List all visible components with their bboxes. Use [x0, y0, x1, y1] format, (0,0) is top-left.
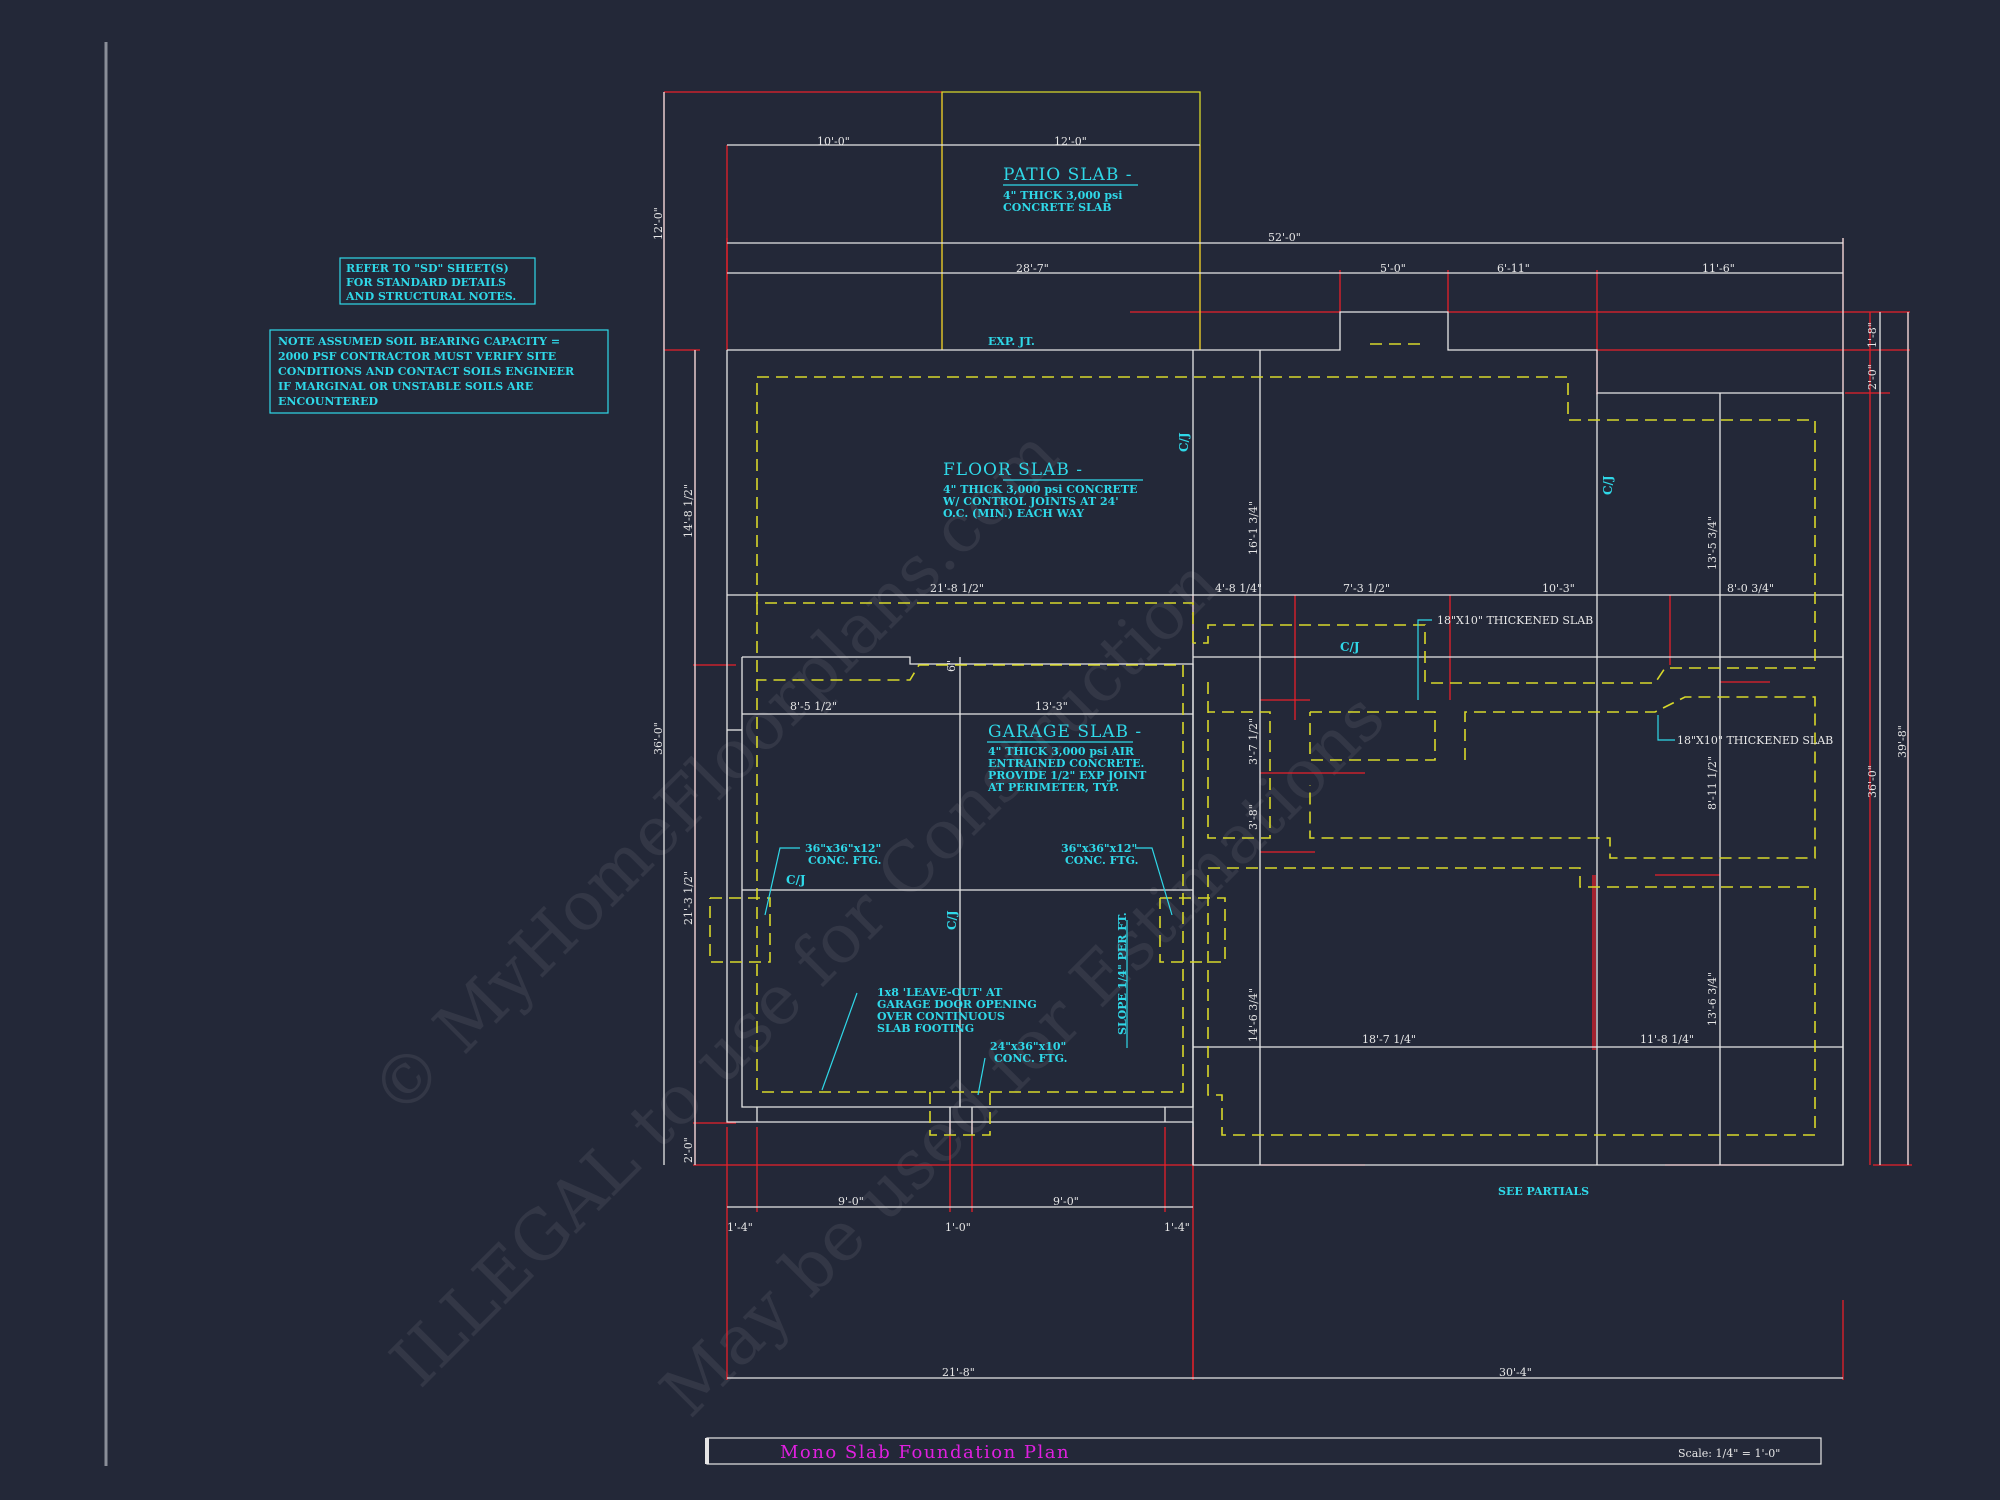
svg-text:28'-7": 28'-7" — [1016, 262, 1049, 275]
white-dimension-lines — [663, 92, 1909, 1379]
drawing-scale: Scale: 1/4" = 1'-0" — [1678, 1447, 1780, 1460]
svg-text:13'-3": 13'-3" — [1035, 700, 1068, 713]
svg-text:14'-8 1/2": 14'-8 1/2" — [682, 484, 695, 538]
svg-text:ENCOUNTERED: ENCOUNTERED — [278, 395, 379, 408]
building-outline — [726, 311, 1844, 1166]
svg-text:FOR STANDARD DETAILS: FOR STANDARD DETAILS — [346, 276, 506, 289]
svg-text:1'-0": 1'-0" — [945, 1221, 971, 1234]
svg-text:12'-0": 12'-0" — [652, 207, 665, 240]
svg-text:1x8 'LEAVE-OUT' AT: 1x8 'LEAVE-OUT' AT — [877, 986, 1003, 999]
svg-text:2'-0": 2'-0" — [682, 1137, 695, 1163]
svg-text:4" THICK 3,000 psi: 4" THICK 3,000 psi — [1003, 189, 1122, 202]
svg-text:8'-5 1/2": 8'-5 1/2" — [790, 700, 837, 713]
svg-text:C/J: C/J — [1601, 475, 1615, 495]
svg-text:10'-3": 10'-3" — [1542, 582, 1575, 595]
svg-text:4" THICK 3,000 psi AIR: 4" THICK 3,000 psi AIR — [988, 745, 1135, 758]
svg-text:2000 PSF CONTRACTOR MUST VERIF: 2000 PSF CONTRACTOR MUST VERIFY SITE — [278, 350, 556, 363]
svg-text:SEE PARTIALS: SEE PARTIALS — [1498, 1185, 1589, 1198]
thickened-slab-dashed-lines — [709, 343, 1816, 1136]
svg-text:18'-7 1/4": 18'-7 1/4" — [1362, 1033, 1416, 1046]
patio-slab-label: PATIO SLAB - 4" THICK 3,000 psi CONCRETE… — [1003, 165, 1132, 214]
svg-text:IF MARGINAL OR UNSTABLE SOILS: IF MARGINAL OR UNSTABLE SOILS ARE — [278, 380, 533, 393]
svg-text:21'-8": 21'-8" — [942, 1366, 975, 1379]
svg-text:16'-1 3/4": 16'-1 3/4" — [1247, 501, 1260, 555]
svg-text:OVER CONTINUOUS: OVER CONTINUOUS — [877, 1010, 1005, 1023]
svg-text:REFER TO "SD" SHEET(S): REFER TO "SD" SHEET(S) — [346, 262, 509, 275]
svg-text:9'-0": 9'-0" — [1053, 1195, 1079, 1208]
title-block: Mono Slab Foundation Plan Scale: 1/4" = … — [705, 1437, 1822, 1465]
svg-text:W/ CONTROL JOINTS AT 24': W/ CONTROL JOINTS AT 24' — [942, 495, 1119, 508]
svg-text:CONDITIONS AND CONTACT SOILS E: CONDITIONS AND CONTACT SOILS ENGINEER — [278, 365, 575, 378]
refer-note: REFER TO "SD" SHEET(S) FOR STANDARD DETA… — [339, 257, 536, 305]
svg-text:C/J: C/J — [786, 873, 806, 887]
svg-text:FLOOR SLAB -: FLOOR SLAB - — [943, 460, 1083, 480]
svg-text:SLAB FOOTING: SLAB FOOTING — [877, 1022, 974, 1035]
svg-text:CONCRETE SLAB: CONCRETE SLAB — [1003, 201, 1112, 214]
svg-text:C/J: C/J — [1340, 640, 1360, 654]
svg-text:2'-0": 2'-0" — [1866, 364, 1879, 390]
svg-text:36"x36"x12": 36"x36"x12" — [1061, 842, 1137, 855]
svg-text:8'-11 1/2": 8'-11 1/2" — [1706, 756, 1719, 810]
svg-text:7'-3 1/2": 7'-3 1/2" — [1343, 582, 1390, 595]
svg-text:6'-11": 6'-11" — [1497, 262, 1530, 275]
svg-text:5'-0": 5'-0" — [1380, 262, 1406, 275]
svg-text:ENTRAINED CONCRETE.: ENTRAINED CONCRETE. — [988, 757, 1144, 770]
patio-slab-outline — [941, 91, 1201, 350]
svg-text:1'-4": 1'-4" — [727, 1221, 753, 1234]
svg-text:CONC. FTG.: CONC. FTG. — [1065, 854, 1138, 867]
svg-text:13'-5 3/4": 13'-5 3/4" — [1706, 516, 1719, 570]
svg-text:4" THICK 3,000 psi CONCRETE: 4" THICK 3,000 psi CONCRETE — [943, 483, 1138, 496]
soil-note: NOTE ASSUMED SOIL BEARING CAPACITY = 200… — [269, 329, 609, 414]
drawing-title: Mono Slab Foundation Plan — [780, 1442, 1070, 1463]
svg-text:6": 6" — [945, 660, 958, 672]
svg-text:GARAGE SLAB -: GARAGE SLAB - — [988, 722, 1142, 742]
svg-text:PROVIDE 1/2" EXP JOINT: PROVIDE 1/2" EXP JOINT — [988, 769, 1147, 782]
svg-text:3'-7 1/2": 3'-7 1/2" — [1247, 718, 1260, 765]
svg-text:1'-8": 1'-8" — [1866, 322, 1879, 348]
svg-text:EXP. JT.: EXP. JT. — [988, 335, 1035, 348]
svg-text:36"x36"x12": 36"x36"x12" — [805, 842, 881, 855]
svg-text:39'-8": 39'-8" — [1896, 725, 1909, 758]
svg-text:CONC. FTG.: CONC. FTG. — [808, 854, 881, 867]
svg-text:12'-0": 12'-0" — [1054, 135, 1087, 148]
svg-text:O.C. (MIN.) EACH WAY: O.C. (MIN.) EACH WAY — [943, 507, 1084, 520]
svg-text:10'-0": 10'-0" — [817, 135, 850, 148]
svg-text:52'-0": 52'-0" — [1268, 231, 1301, 244]
svg-text:AND STRUCTURAL NOTES.: AND STRUCTURAL NOTES. — [345, 290, 516, 303]
svg-text:8'-0 3/4": 8'-0 3/4" — [1727, 582, 1774, 595]
callout-leaders — [764, 184, 1675, 1096]
svg-text:14'-6 3/4": 14'-6 3/4" — [1247, 988, 1260, 1042]
callout-labels: EXP. JT. C/J C/J C/J C/J C/J 18"X10" THI… — [786, 335, 1833, 1198]
garage-slab-label: GARAGE SLAB - 4" THICK 3,000 psi AIR ENT… — [987, 722, 1147, 794]
svg-text:36'-0": 36'-0" — [652, 722, 665, 755]
svg-text:30'-4": 30'-4" — [1499, 1366, 1532, 1379]
svg-text:3'-8": 3'-8" — [1247, 804, 1260, 830]
svg-text:24"x36"x10": 24"x36"x10" — [990, 1040, 1066, 1053]
watermark: © MyHomeFloorplans.com ILLEGAL to use fo… — [356, 415, 1400, 1432]
svg-text:C/J: C/J — [1177, 432, 1191, 452]
svg-text:11'-8 1/4": 11'-8 1/4" — [1640, 1033, 1694, 1046]
svg-text:18"X10" THICKENED SLAB: 18"X10" THICKENED SLAB — [1677, 734, 1833, 747]
svg-text:GARAGE DOOR OPENING: GARAGE DOOR OPENING — [877, 998, 1037, 1011]
svg-text:21'-8 1/2": 21'-8 1/2" — [930, 582, 984, 595]
floor-slab-label: FLOOR SLAB - 4" THICK 3,000 psi CONCRETE… — [942, 460, 1138, 520]
svg-text:CONC. FTG.: CONC. FTG. — [994, 1052, 1067, 1065]
svg-text:SLOPE 1/4" PER FT.: SLOPE 1/4" PER FT. — [1116, 912, 1129, 1035]
svg-text:9'-0": 9'-0" — [838, 1195, 864, 1208]
dimension-labels: 10'-0" 12'-0" 52'-0" 28'-7" 5'-0" 6'-11"… — [652, 135, 1909, 1379]
svg-text:PATIO SLAB -: PATIO SLAB - — [1003, 165, 1132, 185]
svg-text:18"X10" THICKENED SLAB: 18"X10" THICKENED SLAB — [1437, 614, 1593, 627]
svg-text:NOTE ASSUMED SOIL BEARING CAPA: NOTE ASSUMED SOIL BEARING CAPACITY = — [278, 335, 560, 348]
svg-text:AT PERIMETER, TYP.: AT PERIMETER, TYP. — [987, 781, 1119, 794]
svg-text:1'-4": 1'-4" — [1164, 1221, 1190, 1234]
svg-text:11'-6": 11'-6" — [1702, 262, 1735, 275]
svg-text:13'-6 3/4": 13'-6 3/4" — [1706, 972, 1719, 1026]
svg-text:36'-0": 36'-0" — [1866, 765, 1879, 798]
svg-text:C/J: C/J — [945, 910, 959, 930]
svg-text:4'-8 1/4": 4'-8 1/4" — [1215, 582, 1262, 595]
svg-text:21'-3 1/2": 21'-3 1/2" — [682, 871, 695, 925]
